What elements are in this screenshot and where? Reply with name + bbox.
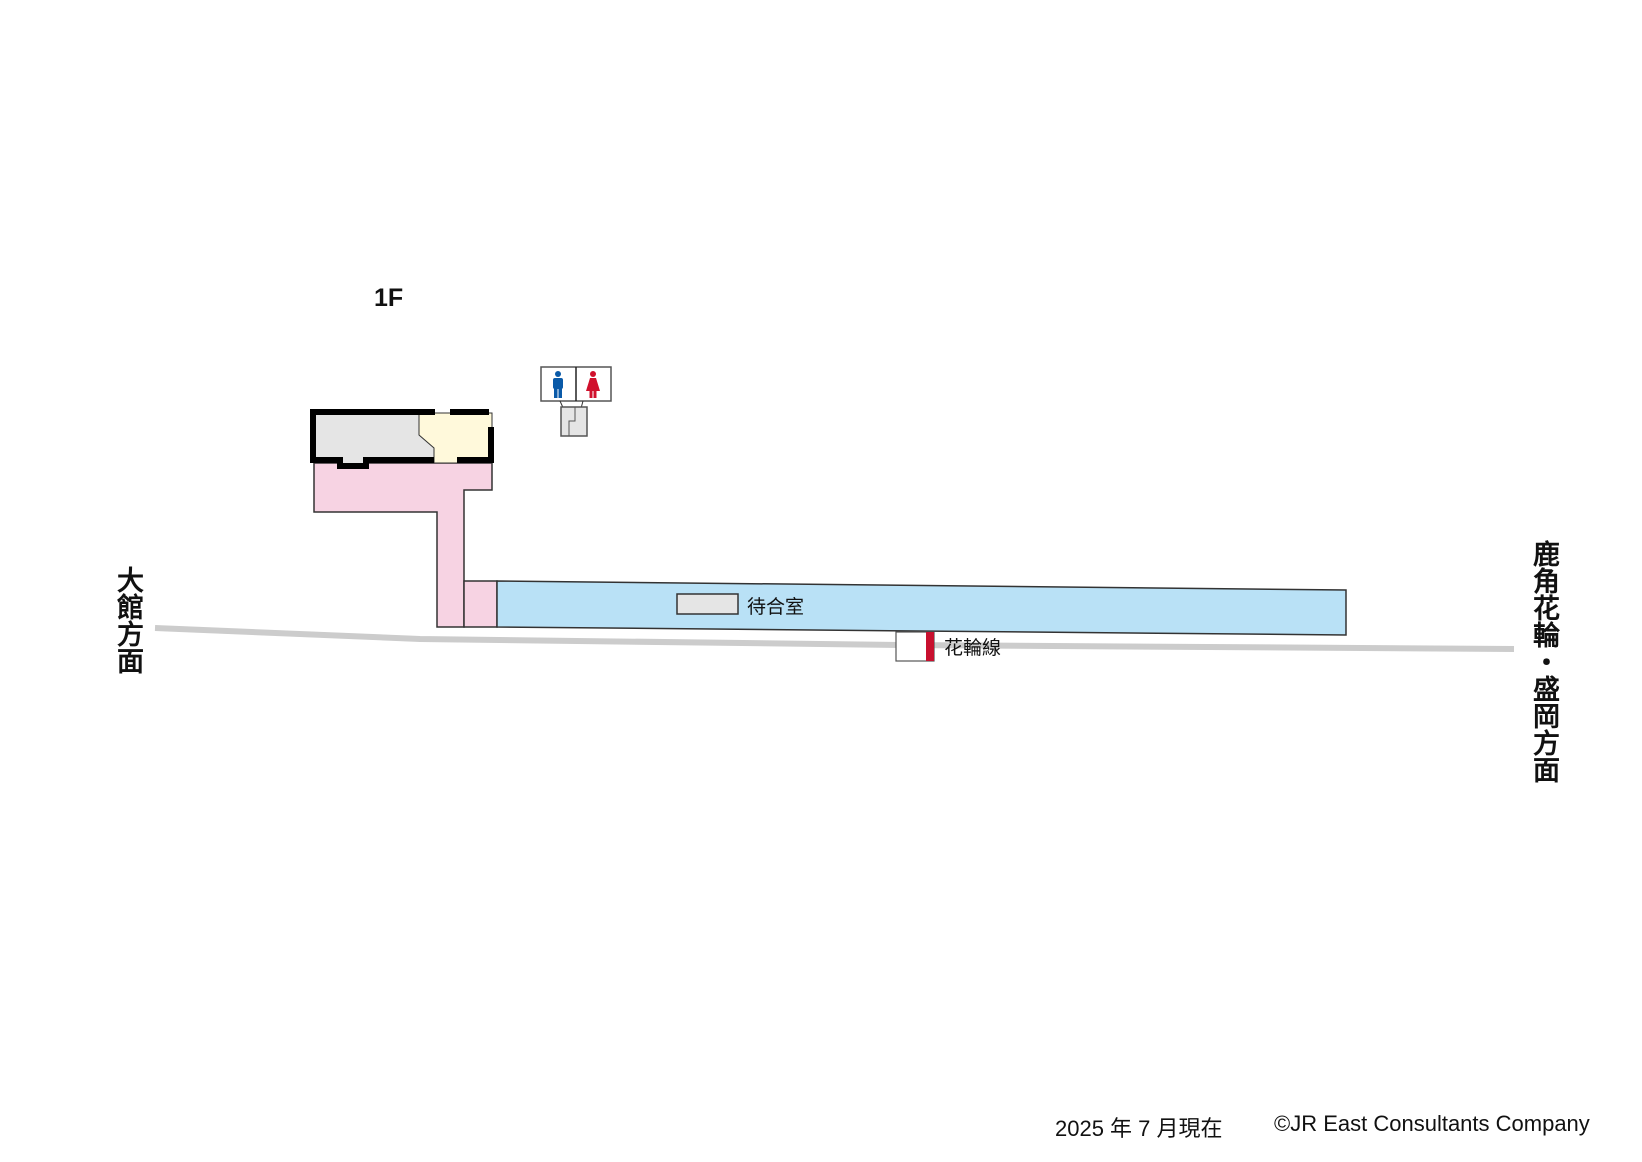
- women-icon: [586, 371, 600, 398]
- line-sign-icon: [895, 631, 935, 662]
- waiting-room-label: 待合室: [747, 596, 804, 618]
- direction-left-label: 大館方面: [112, 566, 143, 674]
- footer-copyright: ©JR East Consultants Company: [1274, 1111, 1590, 1136]
- building-walls: [310, 409, 494, 469]
- station-office: [313, 413, 434, 463]
- direction-right-label: 鹿角花輪・盛岡方面: [1528, 540, 1559, 783]
- footer-date: 2025 年 7 月現在: [1055, 1116, 1223, 1141]
- concourse-platform-connector: [463, 580, 498, 628]
- line-name-label: 花輪線: [944, 637, 1001, 659]
- men-icon: [553, 371, 563, 398]
- toilet-sign: [540, 366, 612, 413]
- platform: [496, 580, 1347, 636]
- waiting-room: [676, 593, 739, 615]
- railway-track: [154, 625, 1515, 652]
- toilet-room: [560, 406, 588, 437]
- floor-label: 1F: [374, 284, 403, 312]
